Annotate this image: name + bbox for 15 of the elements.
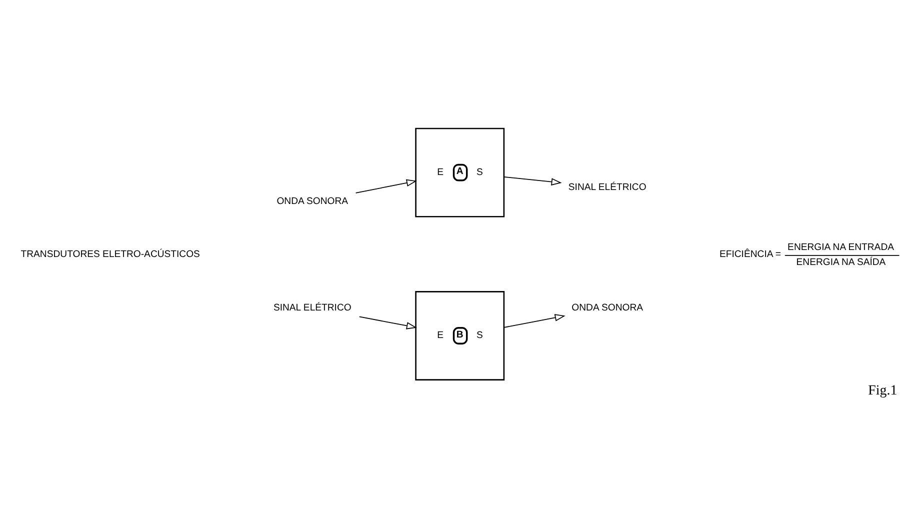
arrow: [358, 316, 417, 330]
arrow: [504, 314, 566, 328]
node-text: SINAL ELÉTRICO: [273, 302, 352, 314]
label: EFICIÊNCIA =: [719, 249, 781, 260]
label: ENERGIA NA SAÍDA: [796, 256, 886, 268]
node-text: ONDA SONORA: [572, 302, 644, 314]
node-text: ONDA SONORA: [276, 196, 348, 207]
node-text: SINAL ELÉTRICO: [568, 182, 646, 193]
arrow: [504, 176, 562, 186]
caption: Fig.1: [868, 383, 898, 398]
label: TRANSDUTORES ELETRO-ACÚSTICOS: [20, 249, 200, 260]
node-box: E B S: [415, 291, 505, 380]
label: ENERGIA NA ENTRADA: [788, 242, 894, 254]
arrow: [355, 179, 417, 194]
node-box: E A S: [415, 128, 505, 218]
